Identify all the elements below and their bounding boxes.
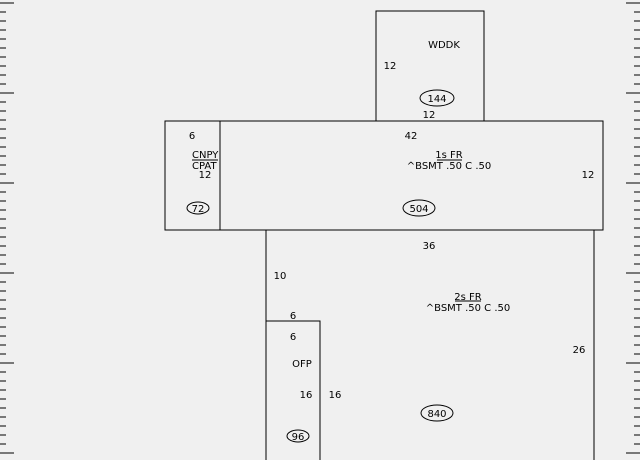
wddk-area-oval [419, 89, 455, 107]
ofp-dim-side: 16 [300, 390, 313, 401]
first-floor-dim-top: 42 [405, 131, 418, 142]
ofp-section[interactable]: 6 OFP 16 96 [266, 320, 321, 460]
second-floor-dim-top: 36 [423, 241, 436, 252]
second-floor-area-oval [420, 404, 454, 422]
wddk-section[interactable]: WDDK 12 144 12 [375, 10, 485, 122]
ofp-code: OFP [292, 359, 312, 370]
wddk-code: WDDK [428, 40, 460, 51]
canopy-area-oval [186, 201, 210, 215]
canopy-code-top: CNPY [192, 150, 219, 161]
canopy-area: 72 [192, 204, 205, 215]
wddk-dim-bottom: 12 [423, 110, 436, 121]
canopy-dim-side: 12 [199, 170, 212, 181]
second-floor-outline[interactable] [265, 229, 595, 460]
second-floor-section[interactable]: 36 10 2s FR ^BSMT .50 C .50 6 26 16 840 … [265, 229, 595, 460]
left-ruler [0, 2, 14, 454]
canopy-code-bottom: CPAT [192, 161, 217, 172]
first-floor-code: 1s FR [435, 150, 463, 161]
wddk-area: 144 [427, 94, 446, 105]
right-ruler [626, 2, 640, 454]
first-floor-detail: ^BSMT .50 C .50 [407, 161, 491, 172]
first-floor-area-oval [402, 199, 436, 217]
second-floor-dim-right: 26 [573, 345, 586, 356]
first-floor-dim-right: 12 [582, 170, 595, 181]
ofp-dim-top: 6 [290, 332, 296, 343]
ofp-area: 96 [292, 432, 305, 443]
canopy-section[interactable]: 6 CNPY CPAT 12 72 [164, 120, 221, 231]
second-floor-area: 840 [427, 409, 446, 420]
second-floor-dim-left: 10 [274, 271, 287, 282]
ofp-outline[interactable] [266, 320, 321, 460]
first-floor-area: 504 [409, 204, 428, 215]
second-floor-dim-inner: 16 [329, 390, 342, 401]
ofp-area-oval [286, 429, 310, 443]
first-floor-section[interactable]: 42 1s FR ^BSMT .50 C .50 12 504 [219, 120, 604, 231]
second-floor-code: 2s FR [454, 292, 482, 303]
wddk-dim-left: 12 [384, 61, 397, 72]
second-floor-dim-step: 6 [290, 311, 296, 322]
canopy-dim-top: 6 [189, 131, 195, 142]
second-floor-detail: ^BSMT .50 C .50 [426, 303, 510, 314]
